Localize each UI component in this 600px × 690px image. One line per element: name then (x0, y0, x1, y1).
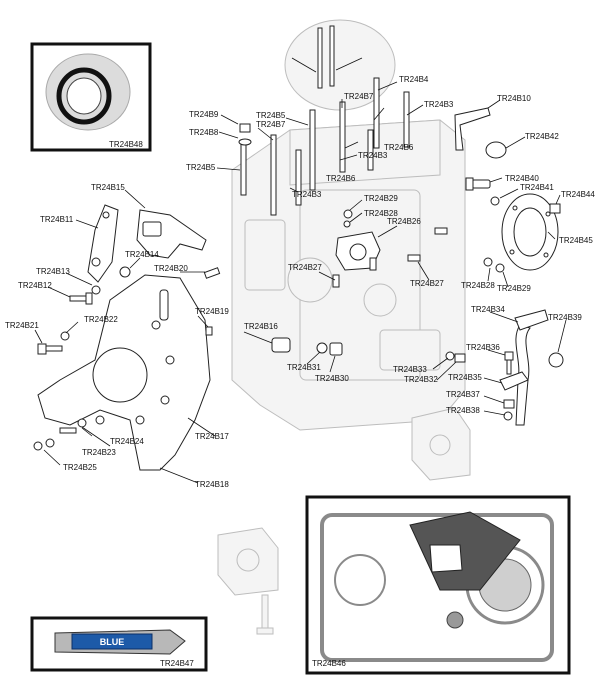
washer-tr24b14 (119, 266, 131, 278)
clip-tr24b10 (454, 107, 491, 151)
callout-tr24b5-top: TR24B5 (256, 111, 286, 120)
cap-tr24b42 (485, 141, 507, 159)
stud-tr24b16 (271, 337, 291, 353)
callout-tr24b14: TR24B14 (125, 250, 159, 259)
callout-tr24b22: TR24B22 (84, 315, 118, 324)
callout-tr24b30: TR24B30 (315, 374, 349, 383)
bracket-tr24b35 (499, 371, 529, 391)
callout-tr24b32: TR24B32 (404, 375, 438, 384)
callout-tr24b21: TR24B21 (5, 321, 39, 330)
dowel-tr24b20 (203, 267, 221, 279)
callout-tr24b16: TR24B16 (244, 322, 278, 331)
engine-backplate (37, 274, 211, 471)
bolt-tr24b23 (59, 427, 77, 434)
dowels-tr24b27 (332, 227, 448, 288)
callout-tr24b11: TR24B11 (40, 215, 74, 224)
callout-tr24b3-top: TR24B3 (424, 100, 454, 109)
washer-tr24b22 (60, 331, 70, 341)
callout-tr24b4: TR24B4 (399, 75, 429, 84)
callout-tr24b35: TR24B35 (448, 373, 482, 382)
callout-tr24b28-right: TR24B28 (461, 281, 495, 290)
gasket-set-inset (305, 495, 571, 675)
callout-tr24b34: TR24B34 (471, 305, 505, 314)
nut-tr24b32 (454, 353, 466, 363)
callout-tr24b40: TR24B40 (505, 174, 539, 183)
bolt-tr24b12 (69, 292, 93, 305)
dowel-tr24b19 (205, 326, 213, 336)
outlet-elbow (343, 209, 353, 228)
washer-tr24b24 (77, 418, 87, 428)
washer-tr24b25 (33, 438, 55, 451)
callout-tr24b9: TR24B9 (189, 110, 219, 119)
sealant-tube-inset: BLUE (30, 616, 208, 672)
bearing-cap-lower (217, 527, 279, 635)
callout-tr24b23: TR24B23 (82, 448, 116, 457)
callout-tr24b41: TR24B41 (520, 183, 554, 192)
seal-kit-inset (30, 42, 152, 152)
callout-tr24b24: TR24B24 (110, 437, 144, 446)
support-bracket (136, 209, 207, 259)
callout-tr24b6-right: TR24B6 (384, 143, 414, 152)
engine-block (231, 119, 466, 431)
callout-tr24b29-right: TR24B29 (497, 284, 531, 293)
callout-tr24b6-left: TR24B6 (326, 174, 356, 183)
washer-tr24b8 (238, 138, 252, 146)
washer-tr24b31 (316, 342, 328, 354)
callout-tr24b3-middle: TR24B3 (358, 151, 388, 160)
tube-brand-text: BLUE (100, 637, 125, 647)
bolt-tr24b36 (504, 351, 514, 375)
washers-tr24b28-29 (483, 257, 505, 273)
callout-tr24b44: TR24B44 (561, 190, 595, 199)
callout-tr24b37: TR24B37 (446, 390, 480, 399)
callout-tr24b46: TR24B46 (312, 659, 346, 668)
callout-tr24b38: TR24B38 (446, 406, 480, 415)
callout-labels: TR24B4 TR24B7 TR24B3 TR24B5 TR24B7 TR24B… (5, 75, 595, 668)
callout-tr24b7-left: TR24B7 (256, 120, 286, 129)
ring-tr24b39 (548, 352, 564, 368)
leader-lines (34, 81, 567, 484)
head-studs (240, 25, 410, 216)
callout-tr24b45: TR24B45 (559, 236, 593, 245)
callout-tr24b13: TR24B13 (36, 267, 70, 276)
callout-tr24b48: TR24B48 (109, 140, 143, 149)
callout-tr24b15: TR24B15 (91, 183, 125, 192)
callout-tr24b10: TR24B10 (497, 94, 531, 103)
callout-tr24b3-bottom: TR24B3 (292, 190, 322, 199)
plug-tr24b30 (329, 342, 343, 356)
callout-tr24b33: TR24B33 (393, 365, 427, 374)
callout-tr24b27-right: TR24B27 (410, 279, 444, 288)
callout-tr24b8: TR24B8 (189, 128, 219, 137)
callout-tr24b29-left: TR24B29 (364, 194, 398, 203)
nut-tr24b37 (503, 399, 515, 409)
callout-tr24b39: TR24B39 (548, 313, 582, 322)
callout-tr24b12: TR24B12 (18, 281, 52, 290)
callout-tr24b27-left: TR24B27 (288, 263, 322, 272)
callout-tr24b20: TR24B20 (154, 264, 188, 273)
bolt-tr24b44 (549, 203, 561, 214)
callout-tr24b7-right: TR24B7 (344, 92, 374, 101)
washer-tr24b13 (91, 285, 101, 295)
washer-tr24b38 (503, 411, 513, 421)
callout-tr24b26: TR24B26 (387, 217, 421, 226)
callout-tr24b28-left: TR24B28 (364, 209, 398, 218)
callout-tr24b18: TR24B18 (195, 480, 229, 489)
outlet-gasket (335, 231, 381, 271)
bolt-tr24b21 (37, 343, 63, 355)
seal-tr24b41 (490, 196, 500, 206)
callout-tr24b42: TR24B42 (525, 132, 559, 141)
lifting-bracket (87, 204, 119, 283)
callout-tr24b19: TR24B19 (195, 307, 229, 316)
nut-tr24b9 (239, 123, 251, 133)
rear-seal-housing (501, 193, 559, 271)
callout-tr24b5-left: TR24B5 (186, 163, 216, 172)
fitting-tr24b40 (465, 177, 491, 191)
callout-tr24b47: TR24B47 (160, 659, 194, 668)
pipe-tr24b34 (514, 309, 549, 426)
callout-tr24b17: TR24B17 (195, 432, 229, 441)
callout-tr24b25: TR24B25 (63, 463, 97, 472)
bearing-cap-upper (411, 407, 471, 481)
callout-tr24b31: TR24B31 (287, 363, 321, 372)
callout-tr24b36: TR24B36 (466, 343, 500, 352)
